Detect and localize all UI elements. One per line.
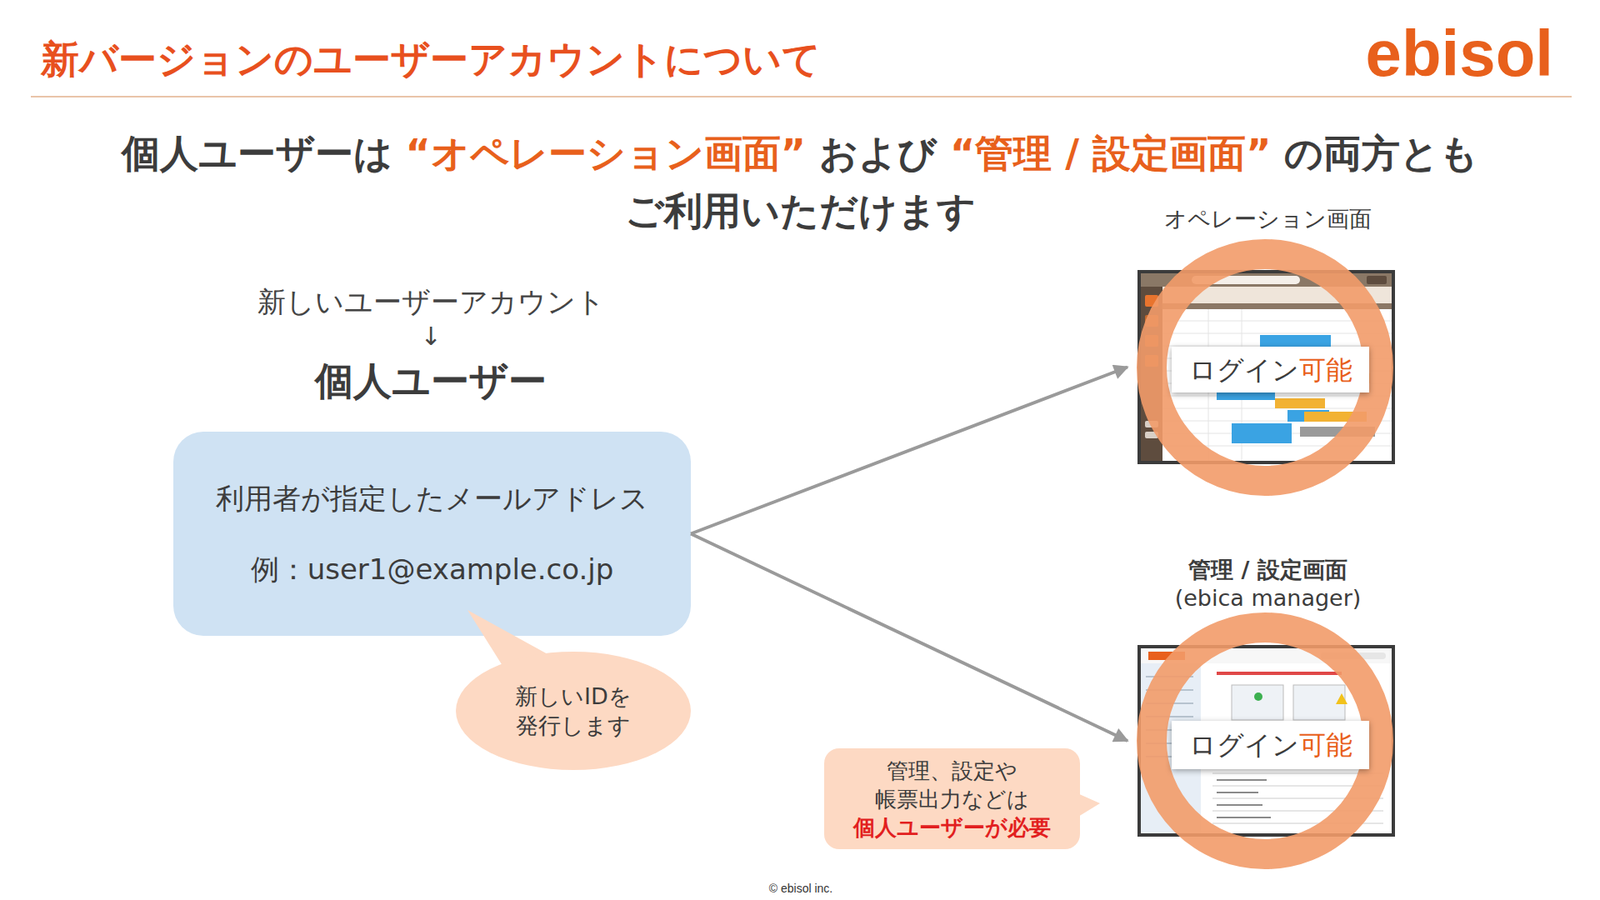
text-area: 利用者が指定したメールアドレス例：user1@example.co.jp	[173, 431, 691, 636]
top-bar	[1140, 648, 1392, 664]
booking-bar	[1260, 335, 1331, 347]
side-icon	[1145, 295, 1159, 307]
speech-bubble: 新しいIDを 発行します	[455, 651, 691, 770]
thumbnail	[1231, 685, 1284, 720]
highlight-ring	[1151, 254, 1379, 481]
text-area: ログイン可能	[1171, 346, 1370, 393]
grid-lines	[1162, 309, 1392, 461]
side-bar	[1140, 286, 1163, 461]
side-icon	[1145, 335, 1159, 347]
node-text: 可能	[1299, 728, 1353, 762]
side-button	[1145, 420, 1159, 428]
screen	[1140, 273, 1392, 461]
node-text: 新しいIDを 発行します	[490, 681, 657, 740]
subtitle-text: の両方とも	[1284, 128, 1479, 179]
device-frame	[1137, 645, 1395, 837]
node-text: 可能	[1299, 353, 1353, 387]
login-tag: ログイン可能	[1171, 720, 1370, 770]
top-bar	[1140, 273, 1392, 287]
subtitle-row: 個人ユーザーは“オペレーション画面” および “管理 / 設定画面” の両方とも	[0, 128, 1600, 179]
down-arrow: ↓	[97, 321, 765, 352]
operation-screenshot	[1137, 270, 1395, 465]
bubble-body	[455, 651, 691, 770]
text-area: 管理、設定や 帳票出力などは個人ユーザーが必要	[824, 748, 1080, 850]
app-logo	[1148, 651, 1185, 660]
connector-arrow	[690, 367, 1128, 535]
connector-arrow	[690, 534, 1128, 742]
screen-frame: ログイン可能管理 / 設定画面(ebica manager)	[1137, 645, 1395, 837]
screen-frame: ログイン可能オペレーション画面	[1137, 270, 1395, 465]
screen	[1140, 648, 1392, 834]
node-text: 利用者が指定したメールアドレス	[215, 480, 649, 516]
side-icon	[1145, 355, 1159, 367]
device-frame	[1137, 270, 1395, 465]
header-rule	[30, 95, 1572, 98]
date-field	[1191, 275, 1300, 285]
brand-logo: ebisol	[1365, 15, 1554, 91]
speech-bubble-shape	[455, 651, 691, 770]
manager-screenshot	[1137, 645, 1395, 837]
side-icon	[1145, 315, 1159, 327]
list-items	[1216, 780, 1271, 818]
booking-bar	[1287, 410, 1330, 422]
account-caption: 新しいユーザーアカウント	[97, 284, 765, 320]
ok-mark	[1254, 692, 1263, 701]
grid-header	[1162, 286, 1392, 304]
node-text: 個人ユーザーが必要	[853, 813, 1051, 842]
callout-body	[824, 748, 1080, 850]
callout-box: 管理、設定や 帳票出力などは個人ユーザーが必要	[824, 748, 1080, 850]
node-text: ログイン	[1189, 728, 1300, 762]
warning-line	[1216, 671, 1342, 675]
side-button	[1145, 431, 1159, 439]
screen-heading: (ebica manager)	[1089, 584, 1447, 613]
list-rows	[1212, 773, 1384, 824]
subtitle-text: 個人ユーザーは	[121, 128, 393, 179]
booking-bar	[1275, 398, 1325, 409]
node-text: ログイン	[1189, 353, 1300, 387]
node-text: 例：user1@example.co.jp	[250, 551, 615, 587]
time-band	[1162, 303, 1392, 310]
subtitle-highlight: “管理 / 設定画面”	[950, 128, 1271, 179]
thumbnail	[1293, 685, 1345, 720]
account-type: 個人ユーザー	[97, 357, 765, 405]
account-box: 利用者が指定したメールアドレス例：user1@example.co.jp	[173, 431, 691, 636]
login-tag: ログイン可能	[1171, 346, 1370, 393]
text-area: ログイン可能	[1171, 720, 1370, 770]
screen-heading: オペレーション画面	[1089, 205, 1447, 234]
highlight-ring	[1151, 627, 1379, 855]
booking-bar	[1304, 411, 1367, 422]
top-button	[1366, 275, 1387, 285]
callout-tail	[1070, 790, 1100, 822]
node-text: 管理、設定や 帳票出力などは	[852, 756, 1053, 814]
text-area: 新しいIDを 発行します	[455, 651, 691, 770]
copyright: © ebisol inc.	[467, 880, 1135, 896]
screen-heading: 管理 / 設定画面	[1089, 555, 1447, 585]
booking-bar	[1231, 423, 1292, 444]
slide-title: 新バージョンのユーザーアカウントについて	[40, 35, 821, 83]
search-field	[1320, 652, 1386, 660]
subtitle-highlight: “オペレーション画面”	[405, 128, 806, 179]
subtitle-text: ご利用いただけます	[625, 185, 976, 236]
subtitle-text: および	[819, 128, 937, 179]
booking-bar	[1300, 426, 1375, 437]
warning-mark	[1335, 693, 1348, 705]
